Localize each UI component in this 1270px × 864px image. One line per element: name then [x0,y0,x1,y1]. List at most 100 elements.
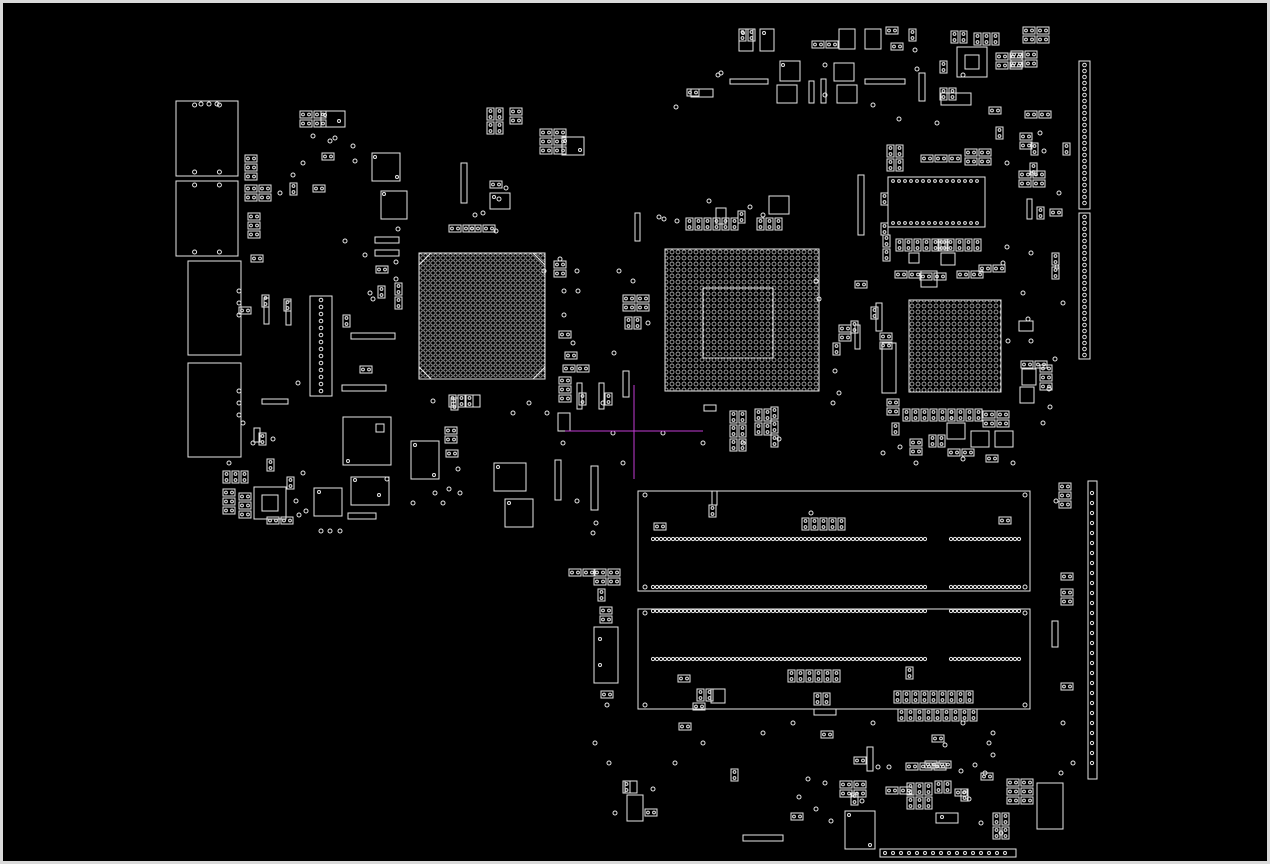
pad [731,412,736,416]
slot-pin [1016,608,1022,614]
passive-footprint [885,26,899,35]
slot-pin [1004,536,1010,542]
passive-footprint [913,238,922,252]
footprint [327,528,333,534]
pad [772,436,777,440]
slot-pin [834,608,840,614]
slot-pin [830,536,836,542]
slot-pin [674,656,680,662]
via [660,430,666,436]
slot-pin [882,608,888,614]
slot-pin [948,608,954,614]
pad [452,437,456,442]
pcb-drawing[interactable] [3,3,1267,861]
pad [476,226,480,231]
slot-pin [734,656,740,662]
pad [953,716,958,720]
footprint [1058,770,1064,776]
passive-footprint [593,568,607,577]
slot-pin [874,608,880,614]
pad [1060,484,1064,489]
slot-pin [698,584,704,590]
passive-footprint [973,238,982,252]
footprint [642,492,648,498]
passive-footprint [924,796,933,810]
slot-pin [988,584,994,590]
slot-pin [918,536,924,542]
slot-pin [810,584,816,590]
pad [624,788,629,792]
slot-pin [758,584,764,590]
footprint [570,340,576,346]
pad [1032,150,1037,154]
passive-footprint [950,30,959,44]
passive-footprint [938,408,947,422]
header-pin [1082,238,1087,244]
pin [1089,550,1095,556]
passive-footprint [558,394,572,403]
pad [984,421,988,426]
slot-pin [746,536,752,542]
passive-footprint [938,760,952,769]
pad [993,456,997,461]
via [776,436,782,442]
pad [917,440,921,445]
bga-chipset [908,299,1002,393]
pad [926,798,931,802]
footprint [822,92,828,98]
pad [703,404,717,412]
slot-pin [682,536,688,542]
pad [902,272,906,277]
pad [484,226,488,231]
ic-center [964,54,980,70]
pad [971,710,976,714]
pad [917,790,922,794]
pad [224,490,228,495]
pad [1053,254,1058,258]
slot-pin [850,536,856,542]
passive-footprint [738,438,747,452]
pad [740,412,745,416]
pad [566,396,570,401]
slot-pin [750,608,756,614]
pad [930,436,935,440]
pad [560,332,564,337]
slot-pin [902,656,908,662]
passive-footprint [468,224,482,233]
passive-footprint [582,568,596,577]
pad [765,430,770,434]
slot-pin [948,584,954,590]
pad [555,130,559,135]
passive-footprint [562,364,576,373]
pad [246,494,250,499]
slot-pin [964,584,970,590]
passive-footprint [991,32,1000,46]
slot-pin [838,584,844,590]
pad [1004,421,1008,426]
pad [941,62,946,66]
slot-pin [722,656,728,662]
footprint [507,501,511,505]
passive-footprint [375,265,389,274]
passive-footprint [678,722,692,731]
slot-pin [1000,536,1006,542]
slot-pin [782,656,788,662]
pad [707,696,712,700]
pad [881,343,885,348]
pad [547,130,551,135]
slot-pin [910,584,916,590]
via [1010,460,1016,466]
resistor [1051,620,1059,648]
slot-pin [972,536,978,542]
pad [839,519,844,523]
passive-footprint [553,128,567,137]
pad [887,28,891,33]
header-pin [1082,352,1087,358]
slot-pin [964,608,970,614]
pad [908,790,913,794]
slot-pin [870,608,876,614]
pad [1003,54,1007,59]
footprint [822,62,828,68]
header-pin [1082,316,1087,322]
